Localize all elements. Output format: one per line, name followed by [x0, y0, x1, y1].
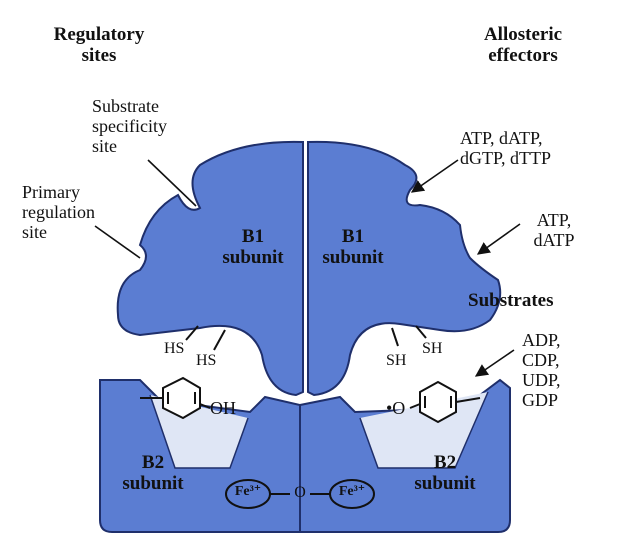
label-hs-2: HS [196, 352, 217, 369]
b1-subunit-right [307, 140, 502, 397]
b1-subunit-left [116, 140, 304, 397]
label-primary-regulation-site: Primary regulation site [22, 182, 95, 243]
label-substrate-list: ADP, CDP, UDP, GDP [522, 330, 561, 411]
heading-allosteric-effectors: Allosteric effectors [483, 24, 563, 67]
label-bridge-oxygen: O [294, 484, 306, 501]
heading-regulatory-sites: Regulatory sites [53, 24, 145, 67]
label-sh-2: SH [422, 340, 443, 357]
tyrosine-ring-right [409, 380, 481, 424]
label-sh-1: SH [386, 352, 407, 369]
arrow-to-specificity-effectors [410, 159, 459, 193]
arrow-to-primary-site [94, 225, 141, 259]
tyrosine-ring-left [140, 376, 211, 420]
label-b1-subunit-right: B1 subunit [322, 226, 384, 269]
label-hydroxyl: OH [210, 398, 236, 418]
arrow-to-substrates [474, 349, 515, 377]
label-b2-subunit-left: B2 subunit [122, 452, 184, 495]
arrow-to-specificity-site [147, 159, 197, 207]
label-iron-left: Fe³⁺ [234, 484, 262, 499]
label-activity-effectors: ATP, dATP [533, 210, 575, 251]
label-hs-1: HS [164, 340, 185, 357]
pointer-arrows [94, 159, 521, 377]
label-b2-subunit-right: B2 subunit [414, 452, 476, 495]
arrow-to-activity-effectors [476, 223, 521, 255]
thiol-bonds [185, 325, 427, 351]
label-iron-right: Fe³⁺ [338, 484, 366, 499]
label-b1-subunit-left: B1 subunit [222, 226, 284, 269]
label-specificity-effectors: ATP, dATP, dGTP, dTTP [460, 128, 552, 169]
iron-center [225, 479, 375, 509]
label-tyrosyl-radical: •O [386, 398, 406, 418]
label-substrate-specificity-site: Substrate specificity site [92, 96, 167, 157]
heading-substrates: Substrates [468, 290, 554, 311]
